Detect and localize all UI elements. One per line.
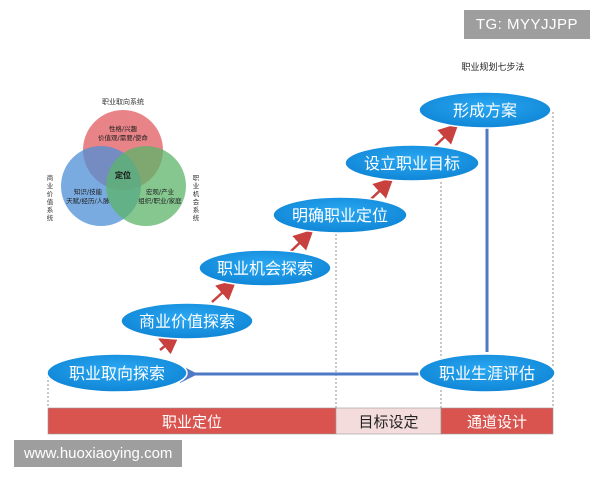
step-label: 明确职业定位	[292, 206, 388, 225]
watermark-top: TG: MYYJJPP	[463, 10, 590, 39]
step-ellipse	[198, 249, 332, 287]
phase-label-2: 目标设定	[358, 413, 418, 431]
step-ellipse	[120, 302, 254, 340]
step-node-2: 商业价值探索	[120, 302, 254, 340]
phase-label-1: 职业定位	[162, 413, 222, 431]
venn-diagram: 职业取向系统 性格/兴趣 价值观/需要/使命 知识/技能 天赋/经历/人脉 宏观…	[47, 97, 200, 226]
step-label: 职业生涯评估	[439, 364, 535, 383]
phase-label-3: 通道设计	[467, 413, 527, 431]
venn-circle-right	[106, 146, 186, 226]
phase-bar: 职业定位 目标设定 通道设计	[47, 407, 554, 435]
guide-lines	[47, 112, 554, 408]
step-node-7: 职业生涯评估	[418, 353, 556, 393]
arrow-3-4	[287, 229, 314, 255]
venn-center-text: 定位	[114, 170, 131, 180]
step-label: 设立职业目标	[364, 154, 460, 173]
venn-left-text-2: 天赋/经历/人脉	[66, 196, 110, 205]
vertical-label-text: 职业机会系统	[193, 174, 200, 222]
venn-right-text-1: 宏观/产业	[146, 187, 175, 196]
arrow-5-6	[434, 123, 459, 147]
step-ellipse	[418, 353, 556, 393]
step-ellipse	[344, 144, 480, 182]
venn-right-text-2: 组织/职业/家庭	[138, 196, 182, 205]
step-ellipse	[46, 353, 188, 393]
step-node-5: 设立职业目标	[344, 144, 480, 182]
progress-arrows	[158, 123, 459, 355]
diagram-title: 职业规划七步法	[461, 61, 524, 73]
phase-segment-3	[440, 407, 554, 435]
step-node-6: 形成方案	[418, 91, 552, 129]
venn-top-text-2: 价值观/需要/使命	[98, 133, 148, 142]
arrow-4-5	[369, 177, 394, 201]
venn-left-text-1: 知识/技能	[74, 187, 103, 196]
venn-top-label: 职业取向系统	[102, 97, 144, 106]
arrow-2-3	[211, 279, 237, 303]
step-label: 形成方案	[453, 101, 517, 120]
watermark-bottom: www.huoxiaoying.com	[14, 440, 183, 467]
phase-segment-1	[47, 407, 337, 435]
venn-left-label: 商业价值系统	[47, 173, 54, 222]
step-ellipse	[418, 91, 552, 129]
venn-top-text-1: 性格/兴趣	[109, 124, 138, 133]
step-node-1: 职业取向探索	[46, 353, 188, 393]
step-label: 职业取向探索	[69, 364, 165, 383]
venn-right-label: 职业机会系统	[193, 174, 200, 222]
step-ellipse	[272, 196, 408, 234]
step-label: 商业价值探索	[139, 312, 235, 331]
step-node-3: 职业机会探索	[198, 249, 332, 287]
feedback-arrows	[180, 122, 489, 383]
phase-segment-2	[335, 407, 442, 435]
step-label: 职业机会探索	[217, 259, 313, 278]
step-node-4: 明确职业定位	[272, 196, 408, 234]
vertical-label-text: 商业价值系统	[47, 173, 54, 222]
